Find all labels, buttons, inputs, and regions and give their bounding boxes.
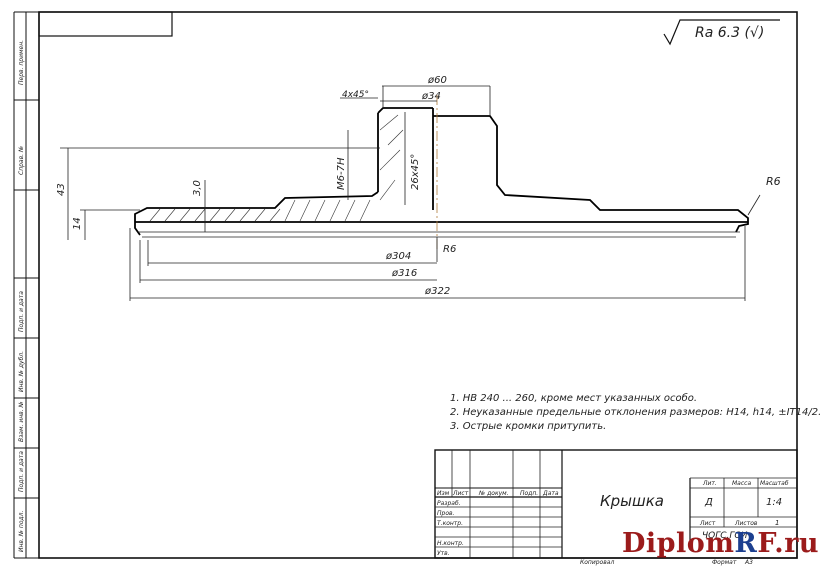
- mass-header: Масса: [732, 480, 751, 487]
- col-izm: Изм: [437, 490, 450, 497]
- scale-header: Масштаб: [760, 480, 789, 487]
- part-outline: [134, 95, 749, 250]
- dim-thread: М6-7Н: [336, 157, 347, 190]
- format-label: Формат: [712, 559, 737, 566]
- strip-label: Перв. примен.: [18, 40, 25, 85]
- strip-label: Справ. №: [18, 146, 25, 175]
- dim-d316: ø316: [391, 268, 417, 279]
- dim-d60: ø60: [427, 75, 447, 86]
- dim-d322: ø322: [424, 286, 450, 297]
- roughness-label: Ra 6.3 (√): [695, 25, 764, 41]
- note-3: 3. Острые кромки притупить.: [450, 421, 607, 432]
- dim-r6-mid: R6: [443, 244, 456, 255]
- org-code: ЧОГС.ГСИ: [702, 531, 748, 541]
- top-left-stamp: [38, 11, 173, 37]
- dim-r6-right: R6: [766, 175, 781, 188]
- dim-h30: 3,0: [192, 180, 203, 196]
- dim-h43: 43: [56, 183, 67, 196]
- strip-label: Подп. и дата: [18, 291, 25, 332]
- row-tkontr: Т.контр.: [437, 520, 463, 527]
- drawing-sheet: Перв. примен. Справ. № Подп. и дата Инв.…: [13, 11, 798, 566]
- dimension-lines: ø60 ø34 4х45° 43 14 3,0 М6-7Н 26х45° R6 …: [56, 75, 781, 301]
- row-utv: Утв.: [437, 550, 450, 557]
- lit-header: Лит.: [702, 480, 717, 487]
- kopiroval: Копировал: [580, 559, 614, 566]
- sheets-label: Листов: [734, 520, 758, 527]
- row-prov: Пров.: [437, 510, 455, 517]
- technical-notes: 1. НВ 240 ... 260, кроме мест указанных …: [450, 392, 821, 434]
- part-name: Крышка: [600, 492, 664, 510]
- lit-value: Д: [704, 497, 713, 508]
- col-doc: № докум.: [478, 490, 509, 497]
- col-podp: Подп.: [520, 490, 538, 497]
- strip-label: Инв. № дубл.: [18, 351, 25, 392]
- dim-chamfer-26x45: 26х45°: [410, 154, 421, 190]
- dim-d304: ø304: [385, 251, 411, 262]
- dim-h14: 14: [72, 217, 83, 230]
- dim-chamfer-4x45: 4х45°: [342, 90, 369, 100]
- note-1: 1. НВ 240 ... 260, кроме мест указанных …: [450, 393, 698, 404]
- row-razrab: Разраб.: [437, 500, 461, 507]
- strip-label: Подп. и дата: [18, 451, 25, 492]
- sheets-value: 1: [775, 519, 779, 527]
- left-strip: Перв. примен. Справ. № Подп. и дата Инв.…: [13, 11, 39, 559]
- col-list: Лист: [452, 490, 469, 497]
- roughness-symbol: Ra 6.3 (√): [663, 19, 780, 46]
- col-data: Дата: [542, 490, 559, 497]
- sheet-label: Лист: [699, 520, 716, 527]
- strip-label: Взам. инв. №: [18, 401, 25, 442]
- dim-d34: ø34: [421, 91, 441, 102]
- watermark-logo: DiplomRF.ru: [622, 528, 820, 559]
- sheet-frame: [38, 11, 798, 559]
- row-nkontr: Н.контр.: [437, 540, 464, 547]
- note-2: 2. Неуказанные предельные отклонения раз…: [450, 407, 821, 418]
- scale-value: 1:4: [766, 497, 782, 508]
- title-block: Изм Лист № докум. Подп. Дата Разраб. Про…: [434, 449, 798, 566]
- strip-label: Инв. № подл.: [18, 511, 25, 552]
- format-value: А3: [744, 559, 753, 566]
